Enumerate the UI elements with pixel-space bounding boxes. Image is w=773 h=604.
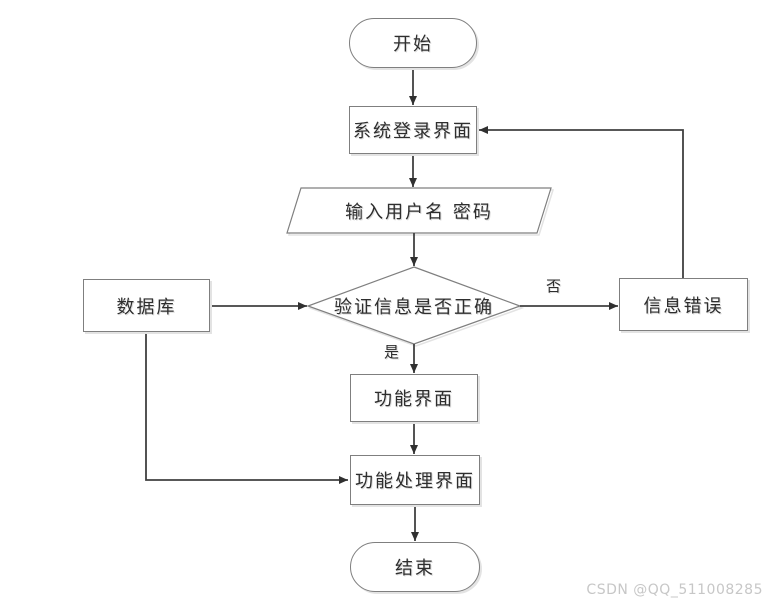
node-start: 开始 (349, 18, 477, 68)
edge-error-to-login (479, 126, 684, 278)
node-end-label: 结束 (395, 558, 435, 579)
decision-shape-verify (306, 266, 522, 345)
node-start-label: 开始 (393, 34, 433, 55)
edge-database-to-processing (145, 332, 348, 484)
node-login-screen: 系统登录界面 (349, 106, 477, 154)
edge-label-no: 否 (546, 277, 562, 295)
node-info-error-label: 信息错误 (643, 295, 724, 317)
edge-label-yes: 是 (384, 343, 400, 361)
node-database: 数据库 (83, 279, 210, 332)
node-function-processing: 功能处理界面 (350, 455, 480, 505)
node-info-error: 信息错误 (619, 278, 748, 331)
node-function-screen: 功能界面 (350, 374, 478, 422)
node-login-screen-label: 系统登录界面 (353, 121, 473, 142)
node-database-label: 数据库 (116, 296, 177, 318)
watermark-text: CSDN @QQ_511008285 (586, 582, 763, 598)
node-function-processing-label: 功能处理界面 (355, 471, 475, 492)
node-end: 结束 (350, 542, 480, 592)
io-shape-input-credentials (286, 187, 552, 234)
node-function-screen-label: 功能界面 (374, 389, 454, 410)
